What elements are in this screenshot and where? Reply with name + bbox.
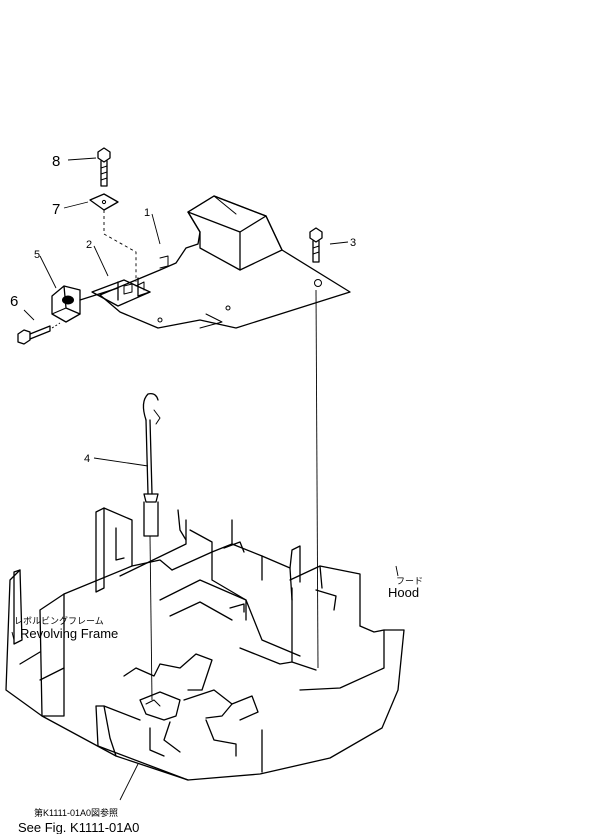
- part-label-8: 8: [52, 153, 60, 170]
- part-label-6: 6: [10, 293, 18, 310]
- revolving-frame: [5, 507, 405, 781]
- cover-raised-box: [187, 195, 283, 271]
- part-label-3: 3: [350, 237, 356, 249]
- part-label-5: 5: [34, 249, 40, 261]
- stay-rod: [142, 392, 161, 701]
- bolt-6: [17, 322, 61, 345]
- see-fig-label-en: See Fig. K1111-01A0: [18, 820, 139, 834]
- bolt-3: [309, 227, 323, 669]
- bolt-8: [97, 147, 111, 187]
- latch-block: [51, 285, 119, 323]
- part-label-7: 7: [52, 201, 60, 218]
- hood-label-jp: フード: [396, 576, 423, 586]
- bracket: [91, 277, 151, 307]
- part-label-4: 4: [84, 453, 90, 465]
- washer-plate: [89, 193, 137, 282]
- revolving-frame-label-jp: レボルビングフレーム: [14, 615, 104, 626]
- leader-lines: [11, 157, 399, 801]
- part-label-1: 1: [144, 207, 150, 219]
- hood-label-en: Hood: [388, 585, 419, 600]
- revolving-frame-label-en: Revolving Frame: [20, 626, 118, 641]
- part-label-2: 2: [86, 239, 92, 251]
- see-fig-label-jp: 第K1111-01A0図参照: [34, 807, 118, 818]
